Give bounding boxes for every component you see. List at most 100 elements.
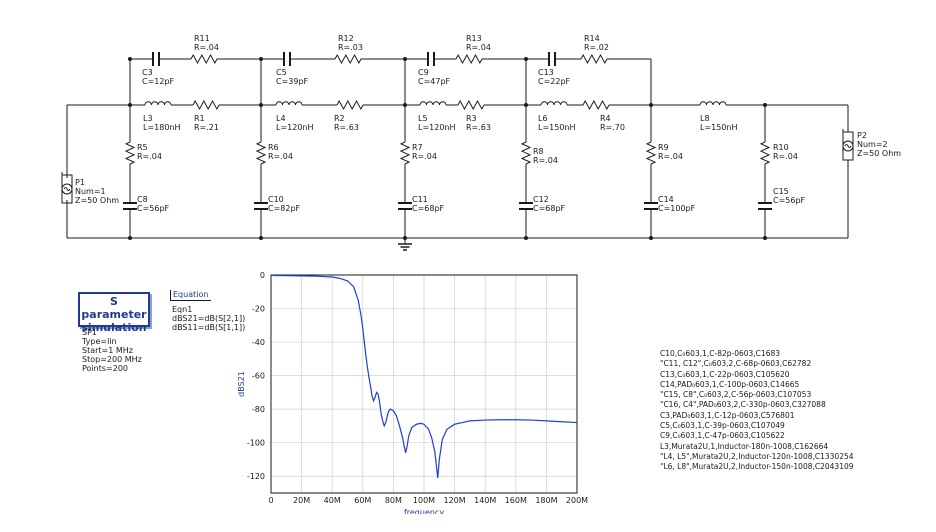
bom-line: C13,C₀603,1,C-22p-0603,C105620 bbox=[660, 369, 790, 379]
sp-prop: Points=200 bbox=[82, 364, 129, 373]
y-tick-label: -20 bbox=[252, 305, 265, 314]
component-id: L4 bbox=[276, 114, 286, 123]
x-tick-label: 120M bbox=[444, 496, 466, 505]
component-value: C=68pF bbox=[533, 204, 566, 213]
component-id: R3 bbox=[466, 114, 477, 123]
sp-title-line2: simulation bbox=[81, 321, 147, 334]
bom-line: "C16, C4",PAD₀603,2,C-330p-0603,C327088 bbox=[660, 400, 826, 410]
component-id: C3 bbox=[142, 68, 153, 77]
bom-line: C5,C₀603,1,C-39p-0603,C107049 bbox=[660, 421, 785, 431]
bom-line: C10,C₀603,1,C-82p-0603,C1683 bbox=[660, 349, 781, 358]
y-tick-label: -80 bbox=[252, 405, 265, 414]
junction-dot bbox=[128, 57, 132, 61]
component-id: R7 bbox=[412, 143, 423, 152]
y-tick-label: 0 bbox=[260, 271, 265, 280]
equation-line: dBS21=dB(S[2,1]) bbox=[172, 314, 246, 323]
capacitor-symbol bbox=[123, 202, 137, 210]
x-tick-label: 180M bbox=[535, 496, 557, 505]
inductor-symbol bbox=[419, 101, 447, 106]
component-id: R2 bbox=[334, 114, 345, 123]
bom-line: C14,PAD₀603,1,C-100p-0603,C14665 bbox=[660, 379, 800, 389]
component-value: R=.04 bbox=[658, 152, 683, 161]
component-value: L=150nH bbox=[538, 123, 576, 132]
component-value: R=.04 bbox=[412, 152, 437, 161]
component-id: R12 bbox=[338, 34, 354, 43]
component-id: R6 bbox=[268, 143, 279, 152]
y-tick-label: -120 bbox=[247, 472, 265, 481]
component-value: R=.02 bbox=[584, 43, 609, 52]
bom-line: L3,Murata2U,1,Inductor-180n-1008,C162664 bbox=[660, 441, 829, 451]
x-tick-label: 60M bbox=[354, 496, 371, 505]
port-num: Num=2 bbox=[857, 140, 888, 149]
component-value: R=.63 bbox=[334, 123, 359, 132]
component-value: C=39pF bbox=[276, 77, 309, 86]
component-value: L=120nH bbox=[276, 123, 314, 132]
sp-prop: Start=1 MHz bbox=[82, 346, 133, 355]
port-label: P2 bbox=[857, 131, 867, 140]
component-value: C=22pF bbox=[538, 77, 571, 86]
component-value: R=.70 bbox=[600, 123, 625, 132]
junction-dot bbox=[524, 57, 528, 61]
sp-prop: SP1 bbox=[82, 328, 97, 337]
component-id: C5 bbox=[276, 68, 287, 77]
capacitor-symbol bbox=[758, 202, 772, 210]
sp-simulation-block[interactable]: S parameter simulation bbox=[78, 292, 150, 334]
component-value: R=.04 bbox=[137, 152, 162, 161]
bom-line: C3,PAD₀603,1,C-12p-0603,C576801 bbox=[660, 410, 795, 420]
junction-dot bbox=[403, 57, 407, 61]
component-value: C=68pF bbox=[412, 204, 445, 213]
component-id: L8 bbox=[700, 114, 710, 123]
inductor-symbol bbox=[275, 101, 303, 106]
y-tick-label: -60 bbox=[252, 372, 265, 381]
component-id: R9 bbox=[658, 143, 669, 152]
x-tick-label: 40M bbox=[324, 496, 341, 505]
component-value: C=82pF bbox=[268, 204, 301, 213]
equation-block[interactable]: Equation bbox=[170, 290, 212, 301]
component-value: R=.03 bbox=[338, 43, 363, 52]
x-tick-label: 140M bbox=[474, 496, 496, 505]
component-value: C=56pF bbox=[137, 204, 170, 213]
sp-prop: Stop=200 MHz bbox=[82, 355, 142, 364]
component-value: R=.63 bbox=[466, 123, 491, 132]
equation-line: Eqn1 bbox=[172, 305, 193, 314]
component-id: L5 bbox=[418, 114, 428, 123]
component-value: C=12pF bbox=[142, 77, 175, 86]
sp-properties: SP1 Type=lin Start=1 MHz Stop=200 MHz Po… bbox=[82, 328, 142, 373]
component-value: C=56pF bbox=[773, 196, 806, 205]
bom-line: "C11, C12",C₀603,2,C-68p-0603,C62782 bbox=[660, 359, 812, 369]
component-id: C11 bbox=[412, 195, 428, 204]
